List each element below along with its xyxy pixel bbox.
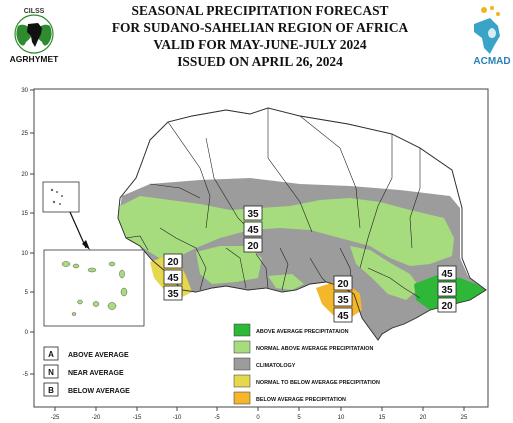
acmad-logo: ACMAD — [473, 6, 511, 66]
x-tick-label: 10 — [338, 415, 345, 421]
axis-ticks — [30, 89, 465, 411]
zone-2-above: 20 — [167, 257, 179, 268]
x-tick-label: -15 — [133, 415, 142, 421]
y-tick-label: 0 — [25, 330, 29, 336]
cape-verde-inset — [43, 249, 145, 327]
legend-swatch — [233, 323, 251, 337]
x-tick-label: 25 — [461, 415, 468, 421]
zone-2-near: 45 — [167, 273, 179, 284]
sun-icon — [481, 7, 487, 13]
map-title: SEASONAL PRECIPITATION FORECAST FOR SUDA… — [60, 2, 460, 70]
y-tick-label: 20 — [21, 172, 28, 178]
agrhymet-logo: CILSS AGRHYMET — [10, 8, 59, 64]
y-tick-label: 25 — [21, 131, 28, 137]
probability-key: A ABOVE AVERAGE N NEAR AVERAGE B BELOW A… — [43, 346, 130, 397]
zone-1-above: 35 — [247, 209, 259, 220]
y-tick-label: -5 — [23, 372, 29, 378]
x-tick-label: 15 — [379, 415, 386, 421]
title-line-4: ISSUED ON APRIL 26, 2024 — [177, 54, 343, 69]
acmad-africa-icon — [474, 18, 500, 54]
forecast-map: -25 -20 -15 -10 -5 0 5 10 15 20 25 30 25… — [21, 88, 489, 421]
legend-swatch — [233, 374, 251, 388]
category-legend: ABOVE AVERAGE PRECIPITATAION NORMAL ABOV… — [233, 323, 380, 405]
legend-label: NORMAL ABOVE AVERAGE PRECIPITATAION — [256, 346, 374, 352]
legend-label: ABOVE AVERAGE PRECIPITATAION — [256, 329, 349, 335]
drop-icon — [488, 28, 496, 38]
zone-4-near: 35 — [441, 285, 453, 296]
country-borders — [125, 108, 421, 299]
y-tick-label: 30 — [21, 88, 28, 94]
logo-ring — [14, 14, 54, 54]
x-tick-label: -10 — [173, 415, 182, 421]
cape-verde-islands — [61, 261, 128, 316]
arrow-head-icon — [82, 240, 90, 250]
x-tick-label: -5 — [214, 415, 220, 421]
x-tick-label: 0 — [256, 415, 260, 421]
zone-4-probabilities: 45 35 20 — [437, 265, 457, 313]
zone-3-above: 20 — [337, 279, 349, 290]
inset-locator — [42, 181, 80, 213]
legend-label: BELOW AVERAGE PRECIPITATION — [256, 397, 346, 403]
legend-label: NORMAL TO BELOW AVERAGE PRECIPITATION — [256, 380, 380, 386]
zone-3-below: 45 — [337, 311, 349, 322]
x-tick-label: -20 — [92, 415, 101, 421]
key-letter: A — [48, 350, 54, 359]
zone-4-above: 45 — [441, 269, 453, 280]
coastline — [117, 107, 487, 341]
title-line-1: SEASONAL PRECIPITATION FORECAST — [131, 3, 389, 18]
agrhymet-caption: AGRHYMET — [10, 54, 59, 64]
zone-1-near: 45 — [247, 225, 259, 236]
x-tick-label: -25 — [51, 415, 60, 421]
key-label: BELOW AVERAGE — [68, 388, 130, 395]
y-axis-labels: 30 25 20 15 10 5 0 -5 — [21, 88, 28, 378]
acmad-caption: ACMAD — [473, 56, 510, 66]
title-line-2: FOR SUDANO-SAHELIAN REGION OF AFRICA — [111, 20, 409, 35]
zone-3-near: 35 — [337, 295, 349, 306]
cilss-text: CILSS — [24, 8, 45, 15]
key-label: ABOVE AVERAGE — [68, 352, 129, 359]
key-label: NEAR AVERAGE — [68, 370, 124, 377]
key-letter: B — [48, 386, 54, 395]
zone-1-probabilities: 35 45 20 — [243, 205, 263, 253]
zone-2-probabilities: 20 45 35 — [163, 253, 183, 301]
legend-swatch — [233, 357, 251, 371]
x-tick-label: 20 — [420, 415, 427, 421]
zone-2-below: 35 — [167, 289, 179, 300]
zone-3-probabilities: 20 35 45 — [333, 275, 353, 323]
inset-arrow — [69, 211, 87, 249]
x-tick-label: 5 — [297, 415, 301, 421]
x-axis-labels: -25 -20 -15 -10 -5 0 5 10 15 20 25 — [51, 415, 468, 421]
zone-4-below: 20 — [441, 301, 453, 312]
y-tick-label: 10 — [21, 251, 28, 257]
africa-icon — [27, 23, 42, 47]
legend-label: CLIMATOLOGY — [256, 363, 296, 369]
y-tick-label: 5 — [25, 290, 29, 296]
title-line-3: VALID FOR MAY-JUNE-JULY 2024 — [153, 37, 367, 52]
normal-above-average-zone — [118, 196, 454, 266]
legend-swatch — [233, 340, 251, 354]
zone-1-below: 20 — [247, 241, 259, 252]
key-letter: N — [48, 368, 54, 377]
legend-swatch — [233, 391, 251, 405]
y-tick-label: 15 — [21, 211, 28, 217]
